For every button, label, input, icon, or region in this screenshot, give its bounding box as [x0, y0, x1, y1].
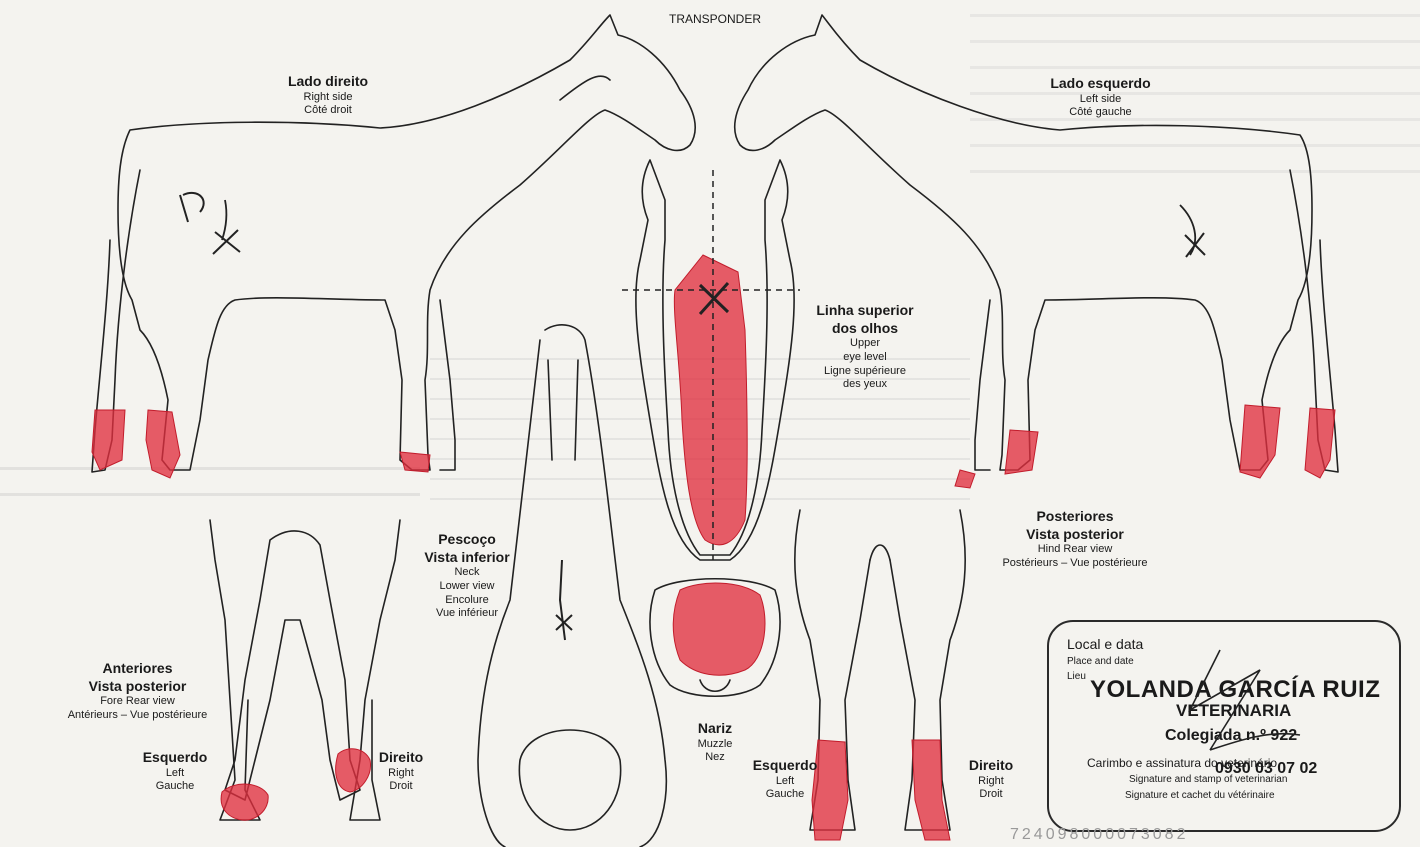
- hind-left-fr: Gauche: [740, 788, 830, 802]
- right-side-fr: Côté droit: [258, 104, 398, 118]
- hind-left-en: Left: [740, 775, 830, 789]
- hind-pt2: Vista posterior: [980, 526, 1170, 544]
- place-date-pt: Local e data: [1067, 636, 1143, 652]
- hind-fr: Postérieurs – Vue postérieure: [980, 557, 1170, 571]
- hind-right-fr: Droit: [955, 788, 1027, 802]
- eye-line-en1: Upper: [795, 337, 935, 351]
- neck-fr2: Vue inférieur: [408, 607, 526, 621]
- muzzle-en: Muzzle: [675, 738, 755, 752]
- fore-pt1: Anteriores: [45, 660, 230, 678]
- fore-left-fr: Gauche: [130, 780, 220, 794]
- eye-line-pt1: Linha superior: [795, 302, 935, 320]
- eye-line-pt2: dos olhos: [795, 320, 935, 338]
- sign-fr: Signature et cachet du vétérinaire: [1125, 790, 1275, 801]
- neck-pt1: Pescoço: [408, 531, 526, 549]
- fore-left-label: Esquerdo Left Gauche: [130, 749, 220, 794]
- x-mark-right-side: [213, 230, 240, 254]
- left-side-en: Left side: [1028, 93, 1173, 107]
- signature-scribble: [1150, 640, 1350, 780]
- eye-line-en2: eye level: [795, 351, 935, 365]
- eye-line-fr2: des yeux: [795, 378, 935, 392]
- right-side-en: Right side: [258, 91, 398, 105]
- right-side-label: Lado direito Right side Côté droit: [258, 73, 398, 118]
- place-date-en: Place and date: [1067, 656, 1134, 667]
- hind-right-en: Right: [955, 775, 1027, 789]
- place-date-fr: Lieu: [1067, 671, 1086, 682]
- hind-label: Posteriores Vista posterior Hind Rear vi…: [980, 508, 1170, 571]
- hind-left-pt: Esquerdo: [740, 757, 830, 775]
- transponder-label: TRANSPONDER: [660, 12, 770, 27]
- muzzle-pt: Nariz: [675, 720, 755, 738]
- fore-fr: Antérieurs – Vue postérieure: [45, 709, 230, 723]
- hind-en: Hind Rear view: [980, 543, 1170, 557]
- hind-left-label: Esquerdo Left Gauche: [740, 757, 830, 802]
- neck-pt2: Vista inferior: [408, 549, 526, 567]
- eye-line-label: Linha superior dos olhos Upper eye level…: [795, 302, 935, 392]
- eye-line-fr1: Ligne supérieure: [795, 365, 935, 379]
- left-side-label: Lado esquerdo Left side Côté gauche: [1028, 75, 1173, 120]
- neck-label: Pescoço Vista inferior Neck Lower view E…: [408, 531, 526, 621]
- hind-right-label: Direito Right Droit: [955, 757, 1027, 802]
- fore-right-label: Direito Right Droit: [365, 749, 437, 794]
- hind-right-pt: Direito: [955, 757, 1027, 775]
- fore-left-pt: Esquerdo: [130, 749, 220, 767]
- handwritten-mark: [180, 193, 204, 222]
- left-side-pt: Lado esquerdo: [1028, 75, 1173, 93]
- fore-right-fr: Droit: [365, 780, 437, 794]
- neck-en1: Neck: [408, 566, 526, 580]
- right-side-pt: Lado direito: [258, 73, 398, 91]
- bottom-code: 724098000073082: [1010, 826, 1188, 844]
- fore-pt2: Vista posterior: [45, 678, 230, 696]
- fore-label: Anteriores Vista posterior Fore Rear vie…: [45, 660, 230, 723]
- fore-left-en: Left: [130, 767, 220, 781]
- hind-pt1: Posteriores: [980, 508, 1170, 526]
- fore-right-pt: Direito: [365, 749, 437, 767]
- fore-right-en: Right: [365, 767, 437, 781]
- fore-en: Fore Rear view: [45, 695, 230, 709]
- neck-en2: Lower view: [408, 580, 526, 594]
- left-side-fr: Côté gauche: [1028, 106, 1173, 120]
- neck-fr1: Encolure: [408, 594, 526, 608]
